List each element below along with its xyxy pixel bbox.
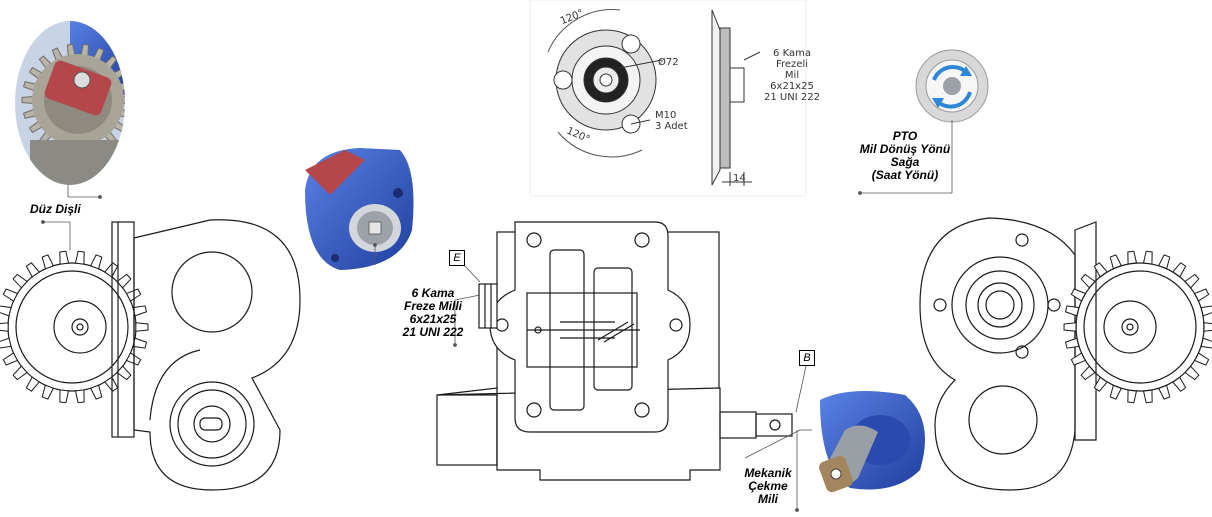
tag-b: B [799,350,815,366]
gear-tooth [89,384,103,400]
housing-photo [302,145,417,273]
dim-spline-1: 6 Kama [773,48,811,59]
gear-tooth [1080,365,1096,381]
shaft-photo [819,391,925,493]
label-kama-freze-2: Freze Milli [403,299,462,313]
label-kama-freze-1: 6 Kama [411,286,455,300]
gear-tooth [41,254,55,270]
gear-tooth [1070,352,1087,366]
gear-tooth [1063,322,1077,332]
gear-tooth [1127,250,1138,265]
gear-tooth [1203,322,1212,332]
gear-tooth [59,250,70,265]
gear-tooth [12,273,28,289]
gear-tooth [25,376,40,392]
gear-tooth [1080,273,1096,289]
dim-diameter: Ø72 [658,57,679,68]
gear-tooth [116,273,132,289]
gear-tooth [74,389,85,404]
gear-tooth [104,376,119,392]
leader-kama [373,243,481,347]
left-gear [0,250,149,404]
dim-bolt-size: M10 [655,110,677,121]
label-mekanik-3: Mili [758,492,778,506]
gear-tooth [132,305,148,317]
dim-spline-3: Mil [784,70,800,81]
dim-bolt: M10 3 Adet [655,110,688,132]
label-mekanik-1: Mekanik [744,466,792,480]
label-kama-freze: 6 Kama Freze Milli 6x21x25 21 UNI 222 [378,287,488,339]
gear-tooth [41,384,55,400]
dim-width: 14 [733,173,746,184]
gear-tooth [132,337,148,349]
leader-pto [858,120,953,195]
gear-tooth [135,322,149,332]
label-pto-4: (Saat Yönü) [871,168,939,182]
label-mekanik: Mekanik Çekme Mili [730,467,806,506]
gear-tooth [2,352,19,366]
gear-tooth [12,365,28,381]
left-flange [111,221,135,438]
gear-tooth [1142,389,1153,404]
gear-tooth [25,262,40,278]
label-duz-disli: Düz Dişli [30,202,81,216]
label-kama-freze-4: 21 UNI 222 [402,325,464,339]
tag-leaders [462,263,812,512]
right-side-view [919,217,1212,491]
dim-spline-4: 6x21x25 [770,81,814,92]
dim-bolt-count: 3 Adet [655,121,688,132]
gear-tooth [1127,389,1138,404]
center-pto-body [436,221,793,481]
label-kama-freze-3: 6x21x25 [409,312,457,326]
dim-spline-5: 21 UNI 222 [764,92,820,103]
gear-tooth [104,262,119,278]
gear-tooth [1184,273,1200,289]
leader-duz-disli [41,165,102,250]
rotation-icon [915,49,989,123]
gear-tooth [2,288,19,302]
label-pto-2: Mil Dönüş Yönü [859,142,951,156]
gear-tooth [1070,288,1087,302]
gear-tooth [1184,365,1200,381]
left-body [133,219,301,491]
dim-spline-note: 6 Kama Frezeli Mil 6x21x25 21 UNI 222 [762,48,822,103]
label-pto-3: Sağa [890,155,920,169]
gear-photo [15,21,125,185]
gear-tooth [0,322,9,332]
gear-tooth [1172,262,1187,278]
gear-tooth [1193,288,1210,302]
label-mekanik-2: Çekme [748,479,788,493]
gear-tooth [1172,376,1187,392]
gear-tooth [1142,250,1153,265]
label-pto-direction: PTO Mil Dönüş Yönü Sağa (Saat Yönü) [842,130,968,182]
gear-tooth [116,365,132,381]
gear-tooth [1193,352,1210,366]
gear-tooth [89,254,103,270]
left-side-view [0,219,301,491]
gear-tooth [74,250,85,265]
gear-tooth [0,305,12,317]
dim-spline-2: Frezeli [775,59,809,70]
flange-drawing [529,0,807,197]
label-pto: PTO [892,129,918,143]
tag-e: E [449,250,465,266]
gear-tooth [0,337,12,349]
gear-tooth [59,389,70,404]
